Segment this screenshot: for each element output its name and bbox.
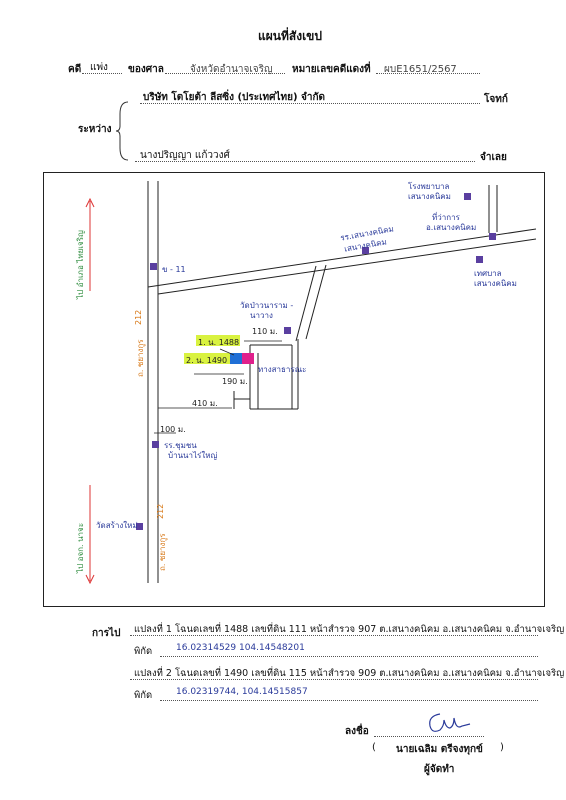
- lane-diagonal-2: [295, 265, 317, 342]
- label-school-south-2: บ้านนาไร่ใหญ่: [168, 451, 218, 460]
- road-name-bottom: ถ. ชยางกูร: [158, 533, 167, 571]
- map-drawing: [85, 181, 537, 585]
- arrow-south-head: [85, 574, 95, 585]
- label-district-2: อ.เสนางคนิคม: [426, 223, 477, 232]
- direction-north: ไป อำเภอ ไทยเจริญ: [76, 230, 85, 299]
- road-name-top: ถ. ชยางกูร: [136, 339, 145, 377]
- page-title: แผนที่สังเขป: [258, 29, 322, 43]
- label-school-south: รร.ชุมชน: [164, 441, 197, 450]
- mark-school: [362, 247, 369, 254]
- diagonal-road-top-edge: [147, 228, 537, 288]
- sketch-map: โรงพยาบาล เสนางคนิคม ที่ว่าการ อ.เสนางคน…: [43, 172, 545, 607]
- close-paren: ): [500, 742, 504, 753]
- case-type: แพ่ง: [90, 62, 108, 73]
- diagonal-road-bottom-edge: [157, 238, 537, 295]
- mark-b11: [150, 263, 157, 270]
- plot1-highlight: [196, 335, 240, 346]
- plot1-label: 1. น. 1488: [198, 338, 240, 347]
- plot1-box: [230, 353, 242, 364]
- label-public-way: ทางสาธารณะ: [258, 365, 307, 374]
- mark-municipal: [476, 256, 483, 263]
- label-municipal-2: เสนางคนิคม: [474, 279, 517, 288]
- court-name-line: [165, 73, 285, 74]
- sign-line: [374, 736, 484, 737]
- plot2-box: [242, 353, 254, 364]
- plaintiff-role: โจทก์: [484, 94, 508, 105]
- signature-mark: [429, 713, 471, 732]
- label-district: ที่ว่าการ: [432, 213, 460, 222]
- court-name: จังหวัดอำนาจเจริญ: [190, 64, 273, 75]
- lane-diagonal: [305, 264, 327, 340]
- court-label: ของศาล: [128, 64, 164, 75]
- plaintiff-name: บริษัท โตโยต้า ลีสซิ่ง (ประเทศไทย) จำกัด: [143, 92, 326, 103]
- mark-school-south: [152, 441, 159, 448]
- signer-name: นายเฉลิม ตรีจงทุกข์: [396, 744, 483, 755]
- plot2-label: 2. น. 1490: [186, 356, 228, 365]
- defendant-name: นางปริญญา แก้ววงศ์: [140, 150, 230, 161]
- mark-district: [489, 233, 496, 240]
- dist-110: 110 ม.: [252, 327, 278, 336]
- road-number-bottom: 212: [156, 503, 165, 519]
- between-label: ระหว่าง: [78, 124, 112, 135]
- coord-label-2: พิกัด: [134, 690, 153, 701]
- label-hospital-2: เสนางคนิคม: [408, 192, 451, 201]
- plot2-description: แปลงที่ 2 โฉนดเลขที่ 1490 เลขที่ดิน 115 …: [134, 668, 565, 679]
- case-label: คดี: [68, 64, 82, 75]
- coord-label-1: พิกัด: [134, 646, 153, 657]
- case-type-line: [82, 73, 122, 74]
- label-municipal: เทศบาล: [474, 269, 502, 278]
- mark-wat-south: [136, 523, 143, 530]
- red-number: ผบE1651/2567: [384, 64, 457, 75]
- dist-190: 190 ม.: [222, 377, 248, 386]
- plot2-highlight: [184, 353, 230, 364]
- dist-100: 100 ม.: [160, 425, 186, 434]
- signer-role: ผู้จัดทำ: [424, 764, 455, 775]
- defendant-line: [135, 161, 475, 162]
- mark-wat: [284, 327, 291, 334]
- plaintiff-line: [140, 103, 480, 104]
- plot2-coord-line: [160, 700, 538, 701]
- between-brace: [116, 101, 129, 161]
- plot1-pointer: [219, 348, 235, 356]
- route-label: การไป: [92, 628, 121, 639]
- plot1-desc-line: [130, 635, 538, 636]
- dist-410: 410 ม.: [192, 399, 218, 408]
- defendant-role: จำเลย: [480, 152, 507, 163]
- label-b11: ข - 11: [162, 265, 186, 274]
- label-wat-south: วัดสร้างใหม่: [96, 521, 138, 530]
- open-paren: (: [372, 742, 376, 753]
- label-wat-2: นาวาง: [250, 311, 273, 320]
- plot1-coordinates: 16.02314529 104.14548201: [176, 643, 305, 653]
- sign-label: ลงชื่อ: [345, 726, 369, 737]
- plot2-coordinates: 16.02319744, 104.14515857: [176, 687, 308, 697]
- arrow-north-head: [85, 197, 95, 208]
- red-number-line: [376, 73, 480, 74]
- plot2-desc-line: [130, 679, 538, 680]
- direction-south: ไป อจก. นาจะ: [76, 522, 85, 573]
- label-wat: วัดป่าวนาราม -: [240, 301, 294, 310]
- mark-hospital: [464, 193, 471, 200]
- plot1-description: แปลงที่ 1 โฉนดเลขที่ 1488 เลขที่ดิน 111 …: [134, 624, 565, 635]
- plot1-coord-line: [160, 656, 538, 657]
- road-number-top: 212: [134, 309, 143, 325]
- red-number-label: หมายเลขคดีแดงที่: [292, 64, 371, 75]
- label-hospital: โรงพยาบาล: [408, 182, 450, 191]
- place-marks: [136, 193, 496, 530]
